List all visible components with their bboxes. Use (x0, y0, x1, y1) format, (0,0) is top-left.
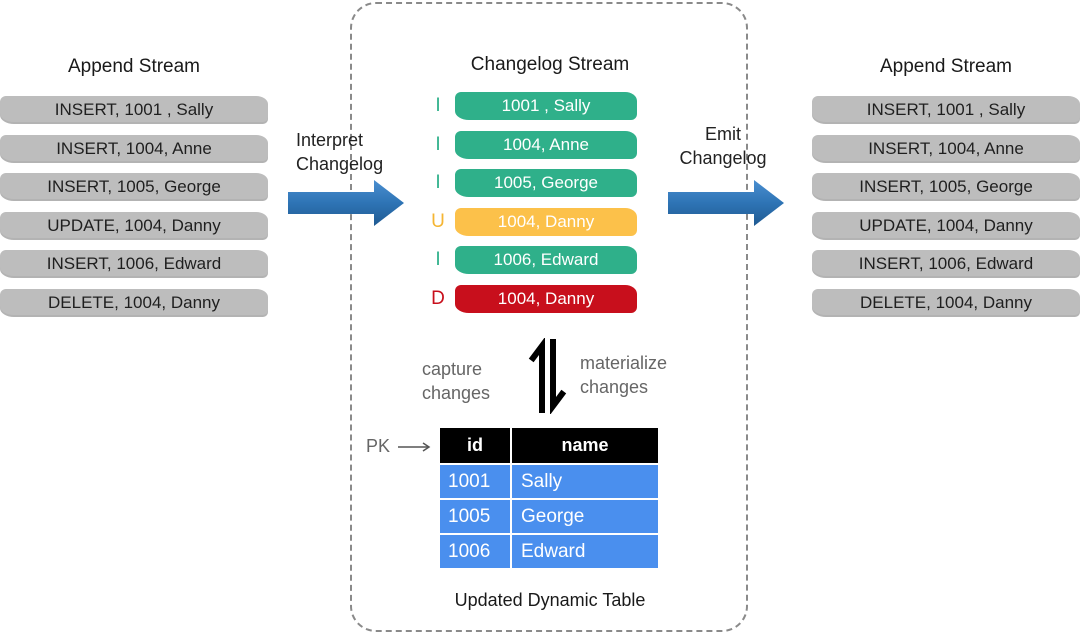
emit-label-line: Emit (705, 124, 741, 144)
column-header-id: id (440, 428, 512, 463)
change-record: 1004, Danny (455, 284, 637, 313)
dynamic-table: id name 1001 Sally 1005 George 1006 Edwa… (440, 428, 658, 568)
materialize-changes-label: materialize changes (580, 351, 667, 399)
left-stream-title: Append Stream (67, 56, 201, 77)
capture-label-line: changes (422, 383, 491, 403)
table-header-row: id name (440, 428, 658, 463)
materialize-label-line: changes (580, 377, 649, 397)
left-stream-row: INSERT, 1004, Anne (0, 134, 268, 163)
emit-label-line: Changelog (679, 148, 767, 168)
changelog-row: I 1001 , Sally (428, 92, 648, 120)
interpret-label-line: Changelog (296, 154, 384, 174)
change-record: 1004, Danny (455, 207, 637, 236)
interpret-label: Interpret Changelog (296, 128, 383, 176)
left-stream-row: UPDATE, 1004, Danny (0, 211, 268, 240)
table-cell-name: Sally (512, 463, 658, 498)
change-record: 1006, Edward (455, 246, 637, 275)
right-stream-row: INSERT, 1001 , Sally (812, 96, 1080, 124)
change-kind: U (431, 210, 445, 232)
change-record: 1004, Anne (455, 130, 637, 159)
right-stream-row: INSERT, 1006, Edward (812, 250, 1080, 279)
table-cell-id: 1005 (440, 498, 512, 533)
change-record: 1005, George (455, 169, 637, 198)
changelog-region (350, 2, 748, 632)
left-append-stream: INSERT, 1001 , Sally INSERT, 1004, Anne … (0, 96, 268, 328)
right-stream-row: DELETE, 1004, Danny (812, 288, 1080, 317)
changelog-row: I 1006, Edward (428, 246, 648, 275)
right-stream-title: Append Stream (879, 56, 1013, 77)
changelog-stream: I 1001 , Sally I 1004, Anne I 1005, Geor… (428, 92, 648, 324)
table-cell-id: 1001 (440, 463, 512, 498)
changelog-row: I 1004, Anne (428, 130, 648, 159)
left-stream-row: INSERT, 1006, Edward (0, 250, 268, 279)
interpret-label-line: Interpret (296, 130, 364, 150)
right-append-stream: INSERT, 1001 , Sally INSERT, 1004, Anne … (812, 96, 1080, 328)
emit-label: Emit Changelog (668, 122, 778, 170)
changelog-row: U 1004, Danny (428, 207, 648, 236)
change-kind: D (431, 287, 445, 309)
bidirectional-arrows-icon (528, 338, 567, 414)
capture-changes-label: capture changes (422, 357, 490, 405)
left-stream-row: DELETE, 1004, Danny (0, 288, 268, 317)
changelog-row: I 1005, George (428, 169, 648, 198)
change-kind: I (435, 249, 441, 271)
table-cell-name: George (512, 498, 658, 533)
table-row: 1001 Sally (440, 463, 658, 498)
table-row: 1005 George (440, 498, 658, 533)
pk-label: PK (366, 436, 391, 456)
right-stream-row: UPDATE, 1004, Danny (812, 211, 1080, 240)
change-kind: I (435, 172, 441, 194)
table-caption: Updated Dynamic Table (454, 590, 646, 610)
capture-label-line: capture (422, 359, 483, 379)
change-record: 1001 , Sally (455, 92, 637, 120)
changelog-row: D 1004, Danny (428, 284, 648, 313)
materialize-label-line: materialize (580, 353, 668, 373)
changelog-stream-title: Changelog Stream (470, 54, 630, 75)
table-cell-name: Edward (512, 533, 658, 568)
left-stream-row: INSERT, 1001 , Sally (0, 96, 268, 124)
change-kind: I (435, 133, 441, 155)
right-stream-row: INSERT, 1005, George (812, 173, 1080, 202)
right-stream-row: INSERT, 1004, Anne (812, 134, 1080, 163)
pk-arrow-icon (398, 442, 431, 452)
table-row: 1006 Edward (440, 533, 658, 568)
change-kind: I (435, 95, 441, 116)
column-header-name: name (512, 428, 658, 463)
emit-arrow (668, 180, 784, 226)
table-cell-id: 1006 (440, 533, 512, 568)
interpret-arrow (288, 180, 404, 226)
left-stream-row: INSERT, 1005, George (0, 173, 268, 202)
